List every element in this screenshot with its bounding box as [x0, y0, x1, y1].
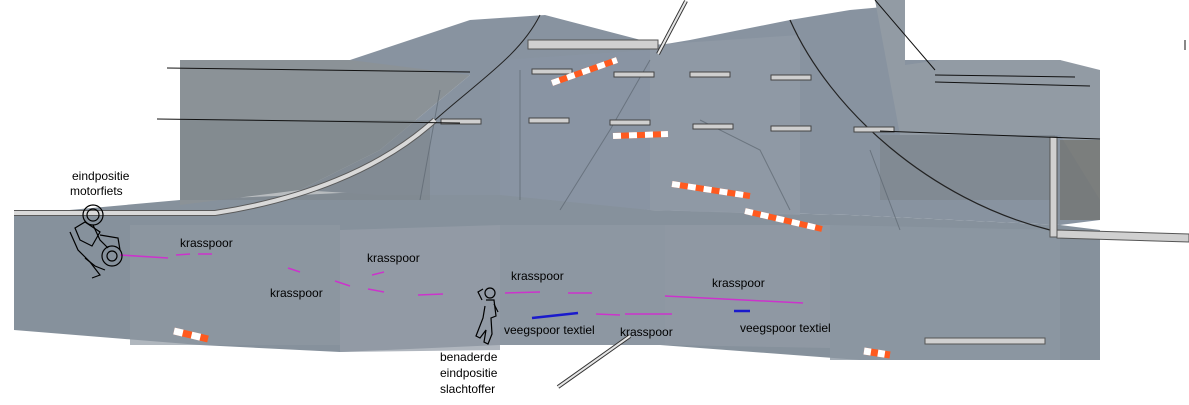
curb-right-curve	[789, 19, 1051, 231]
road-cracks	[419, 59, 901, 231]
lane-markings	[440, 68, 895, 133]
curb-right-lower	[1056, 229, 1189, 243]
tile-e	[500, 225, 665, 345]
cobble-strip-right	[880, 135, 1055, 200]
traffic-cone-icon	[863, 347, 891, 359]
annotation-labels: eindpositie motorfiets krasspoor krasspo…	[70, 169, 831, 396]
label-scrape-5: krasspoor	[712, 276, 765, 290]
curb-right-vertical	[1049, 136, 1058, 238]
wall-corner	[1060, 140, 1100, 220]
label-textile-1: veegspoor textiel	[504, 323, 595, 337]
cobble-strip-left	[180, 120, 430, 200]
label-motorcycle-line2: motorfiets	[70, 184, 123, 198]
label-scrape-1: krasspoor	[180, 236, 233, 250]
curbs	[14, 14, 1189, 345]
label-victim-line1: benaderde	[440, 350, 498, 364]
traffic-cone-icon	[550, 57, 619, 86]
tile-g	[830, 225, 1060, 360]
tile-a	[500, 50, 650, 210]
tile-d	[340, 225, 500, 352]
textile-sweep-marks	[531, 309, 750, 320]
traffic-cone-icon	[744, 208, 823, 232]
tile-c	[130, 225, 340, 345]
tile-f	[665, 225, 830, 348]
traffic-cones	[173, 57, 891, 359]
curb-left-curve-fill	[14, 118, 437, 215]
label-victim-line2: eindpositie	[440, 366, 498, 380]
measuring-pole-top	[656, 0, 688, 55]
traffic-cone-icon	[173, 327, 209, 343]
person-outline-icon	[475, 287, 499, 345]
curb-upper-left-edge	[434, 14, 541, 121]
curb-top-bar	[527, 39, 659, 50]
label-victim-line3: slachtoffer	[440, 382, 495, 396]
measuring-pole-bottom	[556, 334, 632, 389]
label-motorcycle-line1: eindpositie	[72, 169, 130, 183]
label-textile-2: veegspoor textiel	[740, 321, 831, 335]
curb-bottom-right	[924, 337, 1046, 345]
label-scrape-6: krasspoor	[620, 325, 673, 339]
label-scrape-2: krasspoor	[367, 251, 420, 265]
traffic-cone-icon	[671, 181, 751, 199]
scrape-marks	[119, 253, 804, 316]
label-scrape-3: krasspoor	[270, 286, 323, 300]
road-mosaic	[14, 0, 1100, 360]
road-upper-right	[875, 0, 1100, 200]
motorcycle-sketch-icon	[69, 204, 123, 279]
traffic-cone-icon	[612, 131, 669, 139]
reference-lines	[156, 0, 1186, 140]
label-scrape-4: krasspoor	[511, 269, 564, 283]
